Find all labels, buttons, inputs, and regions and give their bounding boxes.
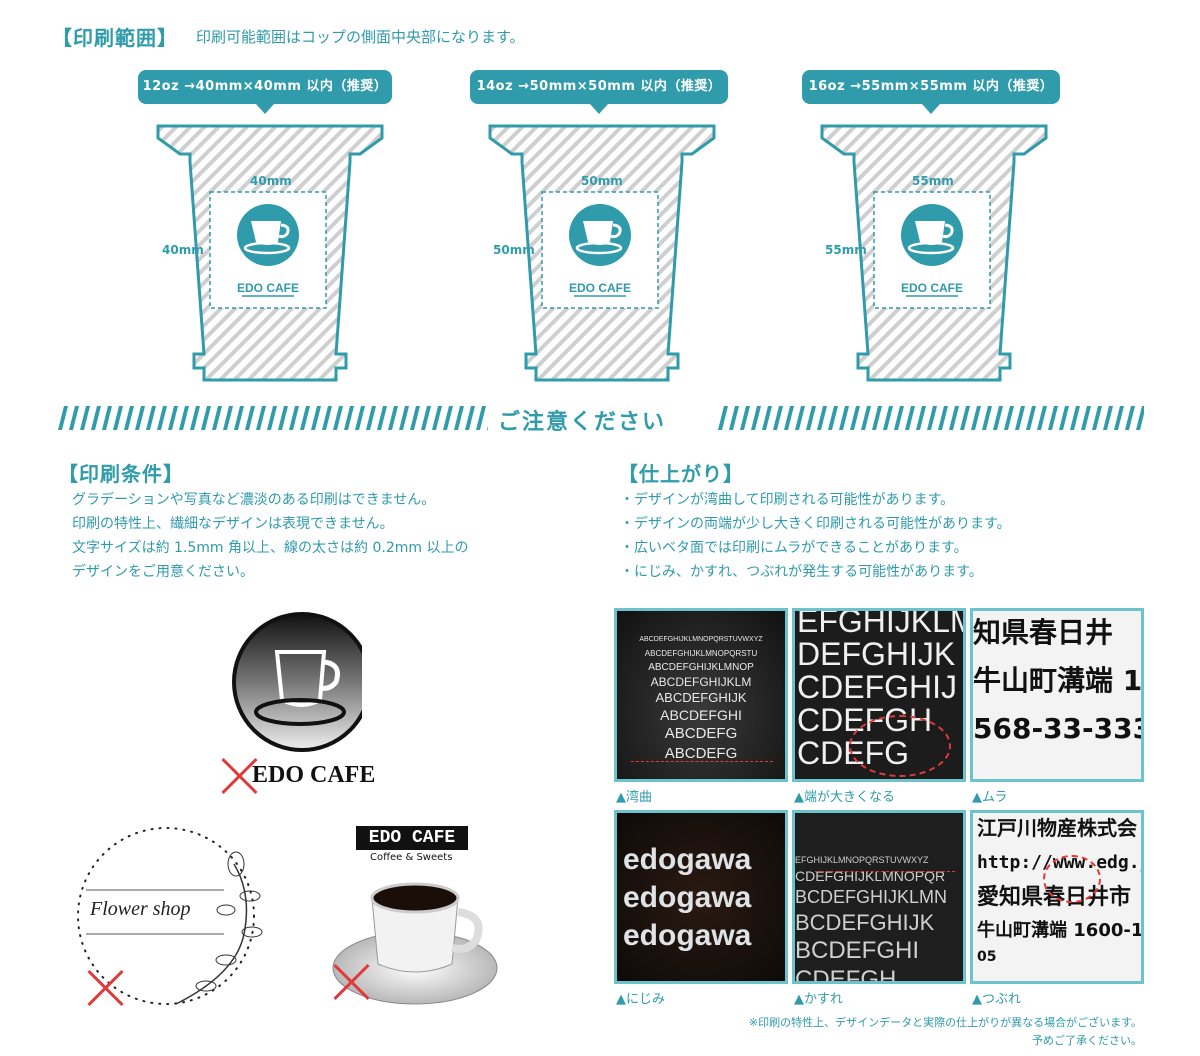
print-conditions-list: グラデーションや写真など濃淡のある印刷はできません。 印刷の特性上、繊細なデザイ… (72, 488, 468, 584)
cup-12oz-diagram: EDO CAFE (156, 124, 384, 382)
ng-mark-icon (332, 962, 372, 1002)
photo-caption: ▲ムラ (972, 790, 1008, 805)
ng-mark-icon (86, 968, 126, 1008)
cup-12oz-badge: 12oz →40mm×40mm 以内（推奨） (138, 70, 392, 114)
photo-text-line: BCDEFGHIJK (795, 910, 935, 935)
cup-12oz-width-label: 40mm (250, 174, 292, 188)
finish-line: ・デザインの両端が少し大きく印刷される可能性があります。 (620, 516, 1011, 532)
notice-stripes-right (718, 406, 1144, 430)
photo-text-line: edogawa (623, 919, 752, 952)
cup-16oz-height-label: 55mm (825, 243, 867, 257)
thin-line-logo-text: Flower shop (90, 898, 191, 920)
notice-stripes-left (58, 406, 488, 430)
print-range-title: 【印刷範囲】 (52, 26, 178, 50)
cup-16oz-badge: 16oz →55mm×55mm 以内（推奨） (802, 70, 1060, 114)
cup-14oz-badge: 14oz →50mm×50mm 以内（推奨） (470, 70, 728, 114)
cup-14oz-diagram: EDO CAFE (488, 124, 716, 382)
notice-banner: ご注意ください (498, 410, 667, 435)
photo-faint: EFGHIJKLMNOPQRSTUVWXYZ CDEFGHIJKLMNOPQR … (792, 810, 966, 984)
photo-caption: ▲かすれ (794, 992, 843, 1007)
finish-list: ・デザインが湾曲して印刷される可能性があります。 ・デザインの両端が少し大きく印… (620, 488, 1011, 584)
photo-text-line: ABCDEFGHI (660, 707, 742, 723)
cup-14oz-logo-text: EDO CAFE (569, 281, 631, 295)
photo-text-line: 江戸川物産株式会 (977, 816, 1137, 840)
photo-bleed: edogawa edogawa edogawa (614, 810, 788, 984)
photo-text-line: DEFGHIJK (797, 636, 956, 672)
cup-12oz-height-label: 40mm (162, 243, 204, 257)
finish-line: ・にじみ、かすれ、つぶれが発生する可能性があります。 (620, 564, 983, 580)
photo-uneven: 知県春日井 牛山町溝端 16 568-33-3333 (970, 608, 1144, 782)
photo-text-line: ABCDEFGHIJKLMNOPQRSTU (644, 649, 758, 658)
photo-text-line: ABCDEFG (664, 725, 738, 742)
print-conditions-title: 【印刷条件】 (58, 462, 184, 486)
gradient-logo-example (232, 612, 362, 788)
photo-text-line: ABCDEFGHIJK (655, 690, 747, 705)
finish-line: ・広いベタ面では印刷にムラができることがあります。 (620, 540, 968, 556)
photo-text-line: BCDEFGHI (795, 937, 920, 964)
photo-caption: ▲つぶれ (972, 992, 1021, 1007)
photo-caption: ▲湾曲 (616, 790, 652, 805)
photo-caption: ▲端が大きくなる (794, 790, 895, 805)
coffee-cup-photo (332, 882, 498, 1005)
photo-text-line: CDEFGH (795, 966, 897, 984)
photo-logo-subtitle: Coffee & Sweets (370, 852, 453, 863)
photo-text-line: 568-33-3333 (973, 712, 1141, 745)
photo-caption: ▲にじみ (616, 992, 665, 1007)
photo-text-line: BCDEFGHIJKLMN (795, 887, 948, 907)
condition-line: 印刷の特性上、繊細なデザインは表現できません。 (72, 516, 394, 532)
photo-logo-title: EDO CAFE (356, 826, 468, 850)
condition-line: グラデーションや写真など濃淡のある印刷はできません。 (72, 492, 436, 508)
photo-text-line: edogawa (623, 881, 752, 914)
print-range-description: 印刷可能範囲はコップの側面中央部になります。 (196, 28, 525, 46)
photo-text-line: 05 (977, 949, 997, 965)
photo-text-line: ABCDEFGHIJKLMNOPQRSTUVWXYZ (639, 636, 763, 643)
thin-line-logo-example (77, 827, 263, 1005)
condition-line: 文字サイズは約 1.5mm 角以上、線の太さは約 0.2mm 以上の (72, 540, 469, 556)
photo-edge: EFGHIJKLM DEFGHIJK CDEFGHIJ CDEFGH CDEFG (792, 608, 966, 782)
footnote-1: ※印刷の特性上、デザインデータと実際の仕上がりが異なる場合がございます。 (748, 1016, 1142, 1029)
photo-text-line: ABCDEFGHIJKLM (650, 675, 752, 689)
photo-text-line: CDEFGHIJKLMNOPQR (795, 868, 946, 884)
cup-14oz-width-label: 50mm (581, 174, 623, 188)
cup-14oz-height-label: 50mm (493, 243, 535, 257)
photo-text-line: EFGHIJKLM (797, 608, 966, 639)
photo-text-line: CDEFGHIJ (797, 669, 957, 705)
photo-text-line: 牛山町溝端 16 (973, 664, 1144, 697)
photo-blocked: 江戸川物産株式会 http://www.edg.j 愛知県春日井市 牛山町溝端 … (970, 810, 1144, 984)
footnote-2: 予めご了承ください。 (1032, 1034, 1142, 1047)
photo-text-line: edogawa (623, 843, 752, 876)
gradient-logo-text: EDO CAFE (252, 762, 376, 788)
condition-line: デザインをご用意ください。 (72, 564, 254, 580)
photo-text-line: ABCDEFGHIJKLMNOP (648, 662, 754, 673)
ng-mark-icon (220, 756, 260, 796)
photo-text-line: 牛山町溝端 1600-1 (977, 920, 1144, 941)
cup-12oz-logo-text: EDO CAFE (237, 281, 299, 295)
cup-16oz-diagram: EDO CAFE (820, 124, 1048, 382)
finish-title: 【仕上がり】 (618, 462, 744, 486)
photo-curve: ABCDEFGHIJKLMNOPQRSTUVWXYZ ABCDEFGHIJKLM… (614, 608, 788, 782)
photo-text-line: 知県春日井 (973, 616, 1114, 649)
photo-text-line: ABCDEFG (664, 745, 738, 762)
cup-16oz-width-label: 55mm (912, 174, 954, 188)
finish-line: ・デザインが湾曲して印刷される可能性があります。 (620, 492, 955, 508)
photo-text-line: EFGHIJKLMNOPQRSTUVWXYZ (795, 855, 929, 865)
cup-16oz-logo-text: EDO CAFE (901, 281, 963, 295)
